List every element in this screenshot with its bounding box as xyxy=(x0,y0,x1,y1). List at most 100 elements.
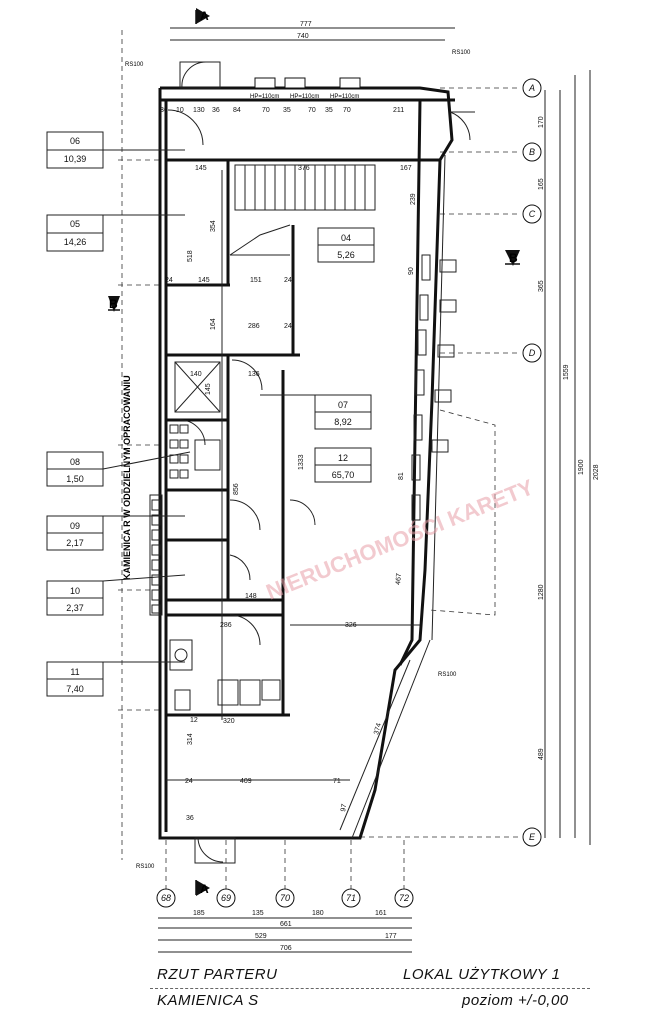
svg-text:90: 90 xyxy=(408,267,415,275)
svg-text:661: 661 xyxy=(280,921,292,928)
svg-text:97: 97 xyxy=(340,803,348,812)
svg-text:71: 71 xyxy=(346,893,356,903)
outer-walls xyxy=(158,86,455,840)
svg-text:B: B xyxy=(109,297,118,311)
svg-text:RS100: RS100 xyxy=(452,50,471,56)
svg-text:1333: 1333 xyxy=(298,454,305,470)
svg-text:320: 320 xyxy=(223,718,235,725)
svg-text:518: 518 xyxy=(187,250,194,262)
svg-text:145: 145 xyxy=(205,383,212,395)
svg-text:8,92: 8,92 xyxy=(334,417,352,427)
svg-text:36: 36 xyxy=(186,815,194,822)
svg-text:467: 467 xyxy=(395,573,403,585)
level-label: poziom +/-0,00 xyxy=(462,992,569,1009)
svg-text:2028: 2028 xyxy=(593,464,600,480)
svg-text:65,70: 65,70 xyxy=(332,470,355,480)
section-mark-top: A xyxy=(195,8,210,24)
svg-text:70: 70 xyxy=(262,107,270,114)
svg-text:A: A xyxy=(528,83,535,93)
unit-title: LOKAL UŻYTKOWY 1 xyxy=(403,966,561,983)
section-mark-bottom: A xyxy=(195,880,210,896)
svg-text:RS100: RS100 xyxy=(438,672,457,678)
svg-text:C: C xyxy=(529,209,536,219)
svg-text:70: 70 xyxy=(343,107,351,114)
svg-text:148: 148 xyxy=(245,593,257,600)
svg-text:354: 354 xyxy=(210,220,217,232)
svg-text:239: 239 xyxy=(410,193,417,205)
svg-text:10,39: 10,39 xyxy=(64,154,87,164)
svg-text:A: A xyxy=(200,9,209,23)
svg-text:529: 529 xyxy=(255,933,267,940)
svg-text:HP=110cm: HP=110cm xyxy=(250,94,279,100)
svg-text:69: 69 xyxy=(221,893,231,903)
svg-text:14,26: 14,26 xyxy=(64,237,87,247)
svg-text:RS100: RS100 xyxy=(125,62,144,68)
svg-text:70: 70 xyxy=(308,107,316,114)
projection-box xyxy=(429,409,496,616)
svg-text:1559: 1559 xyxy=(563,364,570,380)
radiators xyxy=(411,254,457,521)
svg-text:36: 36 xyxy=(160,107,168,114)
svg-text:2,17: 2,17 xyxy=(66,538,84,548)
svg-text:5,26: 5,26 xyxy=(337,250,355,260)
svg-text:05: 05 xyxy=(70,219,80,229)
svg-text:7,40: 7,40 xyxy=(66,684,84,694)
room-tag-06: 06 10,39 xyxy=(46,131,185,169)
svg-text:151: 151 xyxy=(250,277,262,284)
svg-text:135: 135 xyxy=(252,910,264,917)
row-axes: A B C D E xyxy=(360,78,542,847)
svg-text:376: 376 xyxy=(298,165,310,172)
svg-text:374: 374 xyxy=(373,722,383,735)
svg-text:07: 07 xyxy=(338,400,348,410)
footer-rule xyxy=(150,988,590,989)
svg-text:11: 11 xyxy=(70,667,79,677)
svg-text:286: 286 xyxy=(220,622,232,629)
room-tag-08: 08 1,50 xyxy=(46,451,191,487)
svg-text:161: 161 xyxy=(375,910,387,917)
svg-text:326: 326 xyxy=(345,622,357,629)
svg-text:170: 170 xyxy=(538,116,545,128)
right-dimensions: 170 165 365 1280 489 1559 1900 2028 xyxy=(538,70,600,845)
svg-text:24: 24 xyxy=(284,277,292,284)
svg-text:314: 314 xyxy=(187,733,194,745)
staircase xyxy=(229,164,376,256)
svg-text:70: 70 xyxy=(280,893,290,903)
interior-walls xyxy=(166,158,440,781)
svg-text:84: 84 xyxy=(233,107,241,114)
building-name: KAMIENICA S xyxy=(157,992,259,1009)
svg-text:81: 81 xyxy=(398,472,405,480)
svg-text:HP=110cm: HP=110cm xyxy=(330,94,359,100)
svg-text:12: 12 xyxy=(190,717,198,724)
room-tag-11: 11 7,40 xyxy=(46,661,185,697)
svg-text:68: 68 xyxy=(161,893,171,903)
interior-dimensions: 36 10 130 84 70 35 70 35 70 211 36 145 3… xyxy=(160,107,417,822)
svg-text:140: 140 xyxy=(190,371,202,378)
svg-text:1280: 1280 xyxy=(538,584,545,600)
neighbor-boundary: KAMIENICA R W ODDZIELNYM OPRACOWANIU xyxy=(118,30,160,860)
svg-text:12: 12 xyxy=(338,453,348,463)
svg-text:D: D xyxy=(529,348,536,358)
room-tag-12: 12 65,70 xyxy=(314,447,372,483)
top-openings xyxy=(179,61,475,141)
svg-text:136: 136 xyxy=(248,371,260,378)
svg-text:777: 777 xyxy=(300,21,312,28)
svg-text:08: 08 xyxy=(70,457,80,467)
hp-labels: HP=110cm HP=110cm HP=110cm xyxy=(250,94,359,100)
svg-text:04: 04 xyxy=(341,233,351,243)
svg-text:35: 35 xyxy=(283,107,291,114)
svg-text:B: B xyxy=(509,251,518,265)
bottom-dimensions: 185 135 180 161 661 529 177 706 xyxy=(158,910,412,953)
top-dimensions: 777 740 xyxy=(170,21,455,41)
svg-text:72: 72 xyxy=(399,893,409,903)
svg-text:185: 185 xyxy=(193,910,205,917)
svg-text:856: 856 xyxy=(233,483,240,495)
svg-text:167: 167 xyxy=(400,165,412,172)
svg-text:409: 409 xyxy=(240,778,252,785)
plan-title: RZUT PARTERU xyxy=(157,966,278,983)
svg-text:B: B xyxy=(529,147,535,157)
svg-text:365: 365 xyxy=(538,280,545,292)
svg-text:E: E xyxy=(529,832,536,842)
svg-text:145: 145 xyxy=(198,277,210,284)
svg-text:A: A xyxy=(200,882,209,896)
